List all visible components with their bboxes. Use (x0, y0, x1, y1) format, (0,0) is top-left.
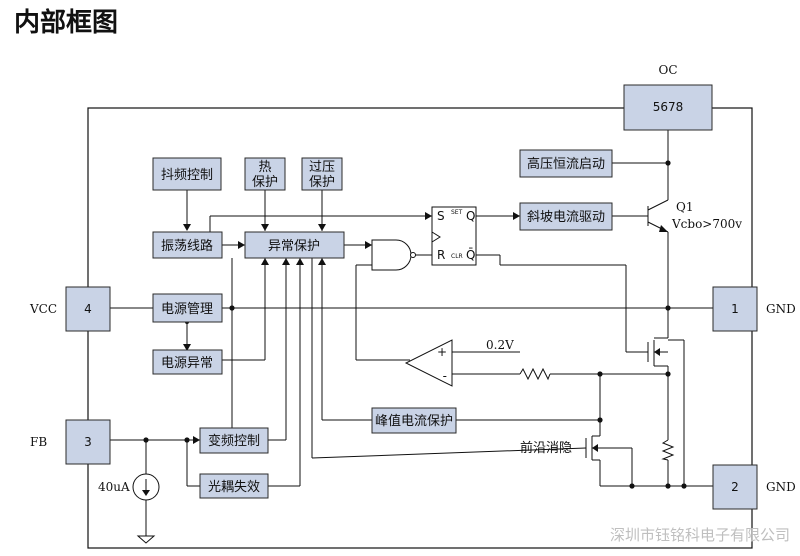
vcbo-label: Vcbo>700v (671, 217, 742, 231)
svg-text:GND: GND (766, 480, 796, 494)
block-abnormal-protection: 异常保护 (244, 231, 345, 259)
current-source-label: 40uA (98, 480, 130, 494)
block-power-abnormal: 电源异常 (152, 349, 223, 375)
svg-text:保护: 保护 (309, 175, 335, 190)
block-optocoupler-failure: 光耦失效 (199, 473, 269, 499)
pin-oc: 5678 OC (623, 63, 713, 131)
watermark: 深圳市钰铭科电子有限公司 (610, 526, 790, 544)
block-thermal-protection: 热 保护 (244, 157, 286, 191)
page-title: 内部框图 (14, 8, 119, 38)
block-overvoltage-protection: 过压 保护 (301, 157, 343, 191)
ground-resistor (661, 439, 675, 461)
leb-mosfet (585, 435, 618, 461)
svg-text:Q̄: Q̄ (466, 248, 475, 262)
svg-text:变频控制: 变频控制 (208, 433, 260, 449)
pin-gnd-1: 1 GND (712, 286, 796, 332)
block-jitter-control: 抖频控制 (152, 157, 222, 191)
svg-text:保护: 保护 (252, 175, 278, 190)
nand-gate (371, 239, 416, 271)
block-power-management: 电源管理 (152, 293, 223, 323)
svg-text:-: - (443, 369, 447, 383)
q1-label: Q1 (676, 200, 693, 214)
svg-text:光耦失效: 光耦失效 (208, 480, 260, 495)
svg-text:电源异常: 电源异常 (161, 356, 213, 371)
svg-text:过压: 过压 (309, 160, 335, 175)
sr-latch: S R Q Q̄ SET CLR (431, 206, 477, 266)
transistor-q1 (647, 199, 669, 233)
svg-text:R: R (437, 248, 445, 262)
svg-text:1: 1 (731, 302, 739, 316)
svg-text:FB: FB (30, 435, 47, 449)
block-peak-current-protection: 峰值电流保护 (371, 407, 457, 434)
svg-text:3: 3 (84, 435, 92, 449)
svg-text:5678: 5678 (653, 100, 684, 114)
svg-text:S: S (437, 209, 445, 223)
svg-text:GND: GND (766, 302, 796, 316)
svg-text:电源管理: 电源管理 (161, 302, 213, 317)
svg-text:Q: Q (466, 209, 475, 223)
svg-text:异常保护: 异常保护 (268, 239, 320, 254)
svg-text:CLR: CLR (451, 253, 463, 260)
svg-text:2: 2 (731, 480, 739, 494)
pin-vcc: 4 VCC (29, 286, 111, 332)
svg-text:OC: OC (658, 63, 677, 77)
svg-text:峰值电流保护: 峰值电流保护 (375, 413, 453, 429)
svg-text:VCC: VCC (29, 302, 57, 316)
pin-fb: 3 FB (30, 419, 111, 465)
mosfet-switch (647, 337, 668, 367)
svg-text:高压恒流启动: 高压恒流启动 (527, 156, 605, 172)
svg-text:4: 4 (84, 302, 92, 316)
svg-text:抖频控制: 抖频控制 (161, 168, 213, 183)
svg-text:SET: SET (451, 209, 463, 216)
sense-resistor (519, 367, 551, 381)
reference-voltage-label: 0.2V (486, 338, 514, 352)
current-source (132, 473, 160, 501)
junction-dots (143, 160, 687, 489)
svg-text:热: 热 (258, 160, 271, 175)
pin-gnd-2: 2 GND (712, 464, 796, 510)
wiring (110, 130, 713, 536)
leading-edge-blanking-label: 前沿消隐 (520, 440, 572, 456)
svg-text:+: + (437, 345, 447, 359)
svg-text:振荡线路: 振荡线路 (161, 238, 213, 254)
svg-text:斜坡电流驱动: 斜坡电流驱动 (527, 210, 605, 225)
comparator: + - (404, 339, 453, 387)
block-ramp-current-drive: 斜坡电流驱动 (519, 202, 613, 231)
block-oscillator: 振荡线路 (152, 231, 223, 259)
block-hv-constant-current-start: 高压恒流启动 (519, 149, 613, 178)
block-frequency-control: 变频控制 (199, 427, 269, 454)
ground-icon (136, 535, 156, 544)
